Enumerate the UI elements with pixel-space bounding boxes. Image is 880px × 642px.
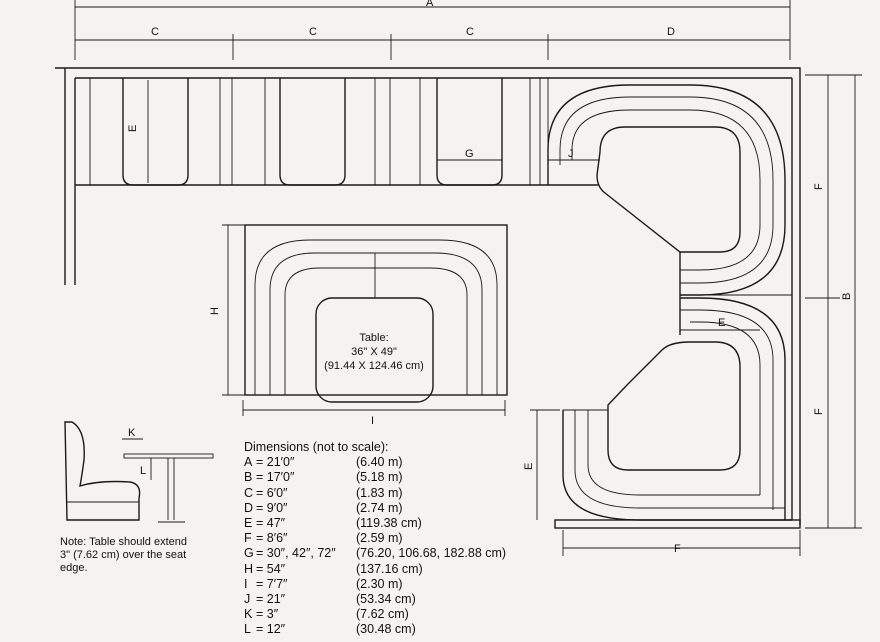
- legend-key: F: [244, 531, 252, 546]
- seat-side-profile: K L: [64, 421, 214, 523]
- legend-imperial: = 21′0″: [256, 455, 295, 470]
- legend-imperial: = 21″: [256, 592, 286, 607]
- legend-imperial: = 9′0″: [256, 500, 288, 515]
- legend-row: K= 3″ (7.62 cm): [244, 607, 506, 622]
- label-e-middle: E: [718, 317, 725, 329]
- legend-title: Dimensions (not to scale):: [244, 440, 389, 454]
- legend-key: C: [244, 485, 254, 500]
- legend-row: I = 7′7″ (2.30 m): [244, 577, 506, 592]
- legend-imperial: = 47″: [256, 516, 286, 531]
- label-g: G: [465, 148, 474, 160]
- legend-row: G= 30″, 42″, 72″ (76.20, 106.68, 182.88 c…: [244, 546, 506, 561]
- legend-metric: (137.16 cm): [356, 561, 423, 576]
- legend-imperial: = 17′0″: [256, 470, 295, 485]
- corner-booth-lower: E: [554, 297, 801, 529]
- legend-row: H= 54″ (137.16 cm): [244, 562, 506, 577]
- top-booths: E G J: [75, 78, 600, 186]
- legend-key: H: [244, 561, 254, 576]
- legend-key: I: [244, 576, 248, 591]
- label-c-3: C: [466, 26, 474, 38]
- legend-metric: (76.20, 106.68, 182.88 cm): [356, 546, 507, 561]
- table-size-imperial: 36" X 49": [351, 346, 397, 358]
- legend-metric: (6.40 m): [356, 455, 403, 470]
- label-k: K: [128, 427, 136, 439]
- legend-row: J = 21″ (53.34 cm): [244, 592, 506, 607]
- legend-imperial: = 6′0″: [256, 485, 288, 500]
- legend-key: A: [244, 455, 253, 470]
- legend-metric: (1.83 m): [356, 485, 403, 500]
- label-a: A: [426, 0, 434, 9]
- legend-metric: (7.62 cm): [356, 607, 409, 622]
- table-size-metric: (91.44 X 124.46 cm): [324, 360, 424, 372]
- legend-metric: (2.30 m): [356, 576, 403, 591]
- legend-row: A= 21′0″ (6.40 m): [244, 455, 506, 470]
- label-c-1: C: [151, 26, 159, 38]
- dimension-c-d: C C C D: [75, 26, 790, 60]
- legend-key: E: [244, 516, 253, 531]
- legend-row: L = 12″ (30.48 cm): [244, 622, 506, 637]
- legend-imperial: = 7′7″: [256, 576, 288, 591]
- legend-imperial: = 3″: [256, 607, 279, 622]
- label-b: B: [841, 293, 853, 300]
- legend-row: C= 6′0″ (1.83 m): [244, 486, 506, 501]
- dimensions-legend: Dimensions (not to scale): A= 21′0″ (6.40…: [244, 440, 506, 638]
- legend-row: B= 17′0″ (5.18 m): [244, 470, 506, 485]
- center-booth: Table: 36" X 49" (91.44 X 124.46 cm) H I: [209, 224, 508, 427]
- label-h: H: [209, 307, 221, 315]
- legend-metric: (53.34 cm): [356, 592, 416, 607]
- dimension-a: A: [74, 0, 791, 60]
- legend-metric: (2.59 m): [356, 531, 403, 546]
- table-note: Note: Table should extend 3" (7.62 cm) o…: [60, 536, 187, 574]
- label-f-upper: F: [813, 183, 825, 190]
- corner-booth-upper: [547, 84, 792, 335]
- legend-metric: (30.48 cm): [356, 622, 416, 637]
- legend-key: J: [244, 592, 251, 607]
- table-label: Table:: [359, 332, 388, 344]
- legend-imperial: = 30″, 42″, 72″: [256, 546, 336, 561]
- label-c-2: C: [309, 26, 317, 38]
- legend-row: F = 8′6″ (2.59 m): [244, 531, 506, 546]
- dimension-e-lower: E: [523, 409, 560, 520]
- label-e-top: E: [127, 125, 139, 132]
- dimension-f-b: F F B: [805, 74, 862, 529]
- table: [315, 297, 434, 403]
- dimension-f-bottom: F: [562, 530, 801, 556]
- legend-row: D= 9′0″ (2.74 m): [244, 501, 506, 516]
- legend-key: B: [244, 470, 253, 485]
- legend-key: G: [244, 546, 254, 561]
- legend-metric: (119.38 cm): [356, 516, 422, 531]
- label-j: J: [568, 148, 574, 160]
- label-e-lower: E: [523, 463, 535, 470]
- legend-imperial: = 54″: [256, 561, 286, 576]
- legend-row: E= 47″ (119.38 cm): [244, 516, 506, 531]
- legend-imperial: = 12″: [256, 622, 286, 637]
- label-f-lower: F: [813, 408, 825, 415]
- legend-key: D: [244, 500, 254, 515]
- legend-metric: (2.74 m): [356, 500, 403, 515]
- legend-key: L: [244, 622, 251, 637]
- walls: [55, 67, 801, 525]
- label-f-bottom: F: [674, 543, 681, 555]
- legend-key: K: [244, 607, 253, 622]
- legend-imperial: = 8′6″: [256, 531, 288, 546]
- label-l: L: [140, 465, 146, 477]
- label-d: D: [667, 26, 675, 38]
- label-i: I: [371, 415, 374, 427]
- legend-metric: (5.18 m): [356, 470, 403, 485]
